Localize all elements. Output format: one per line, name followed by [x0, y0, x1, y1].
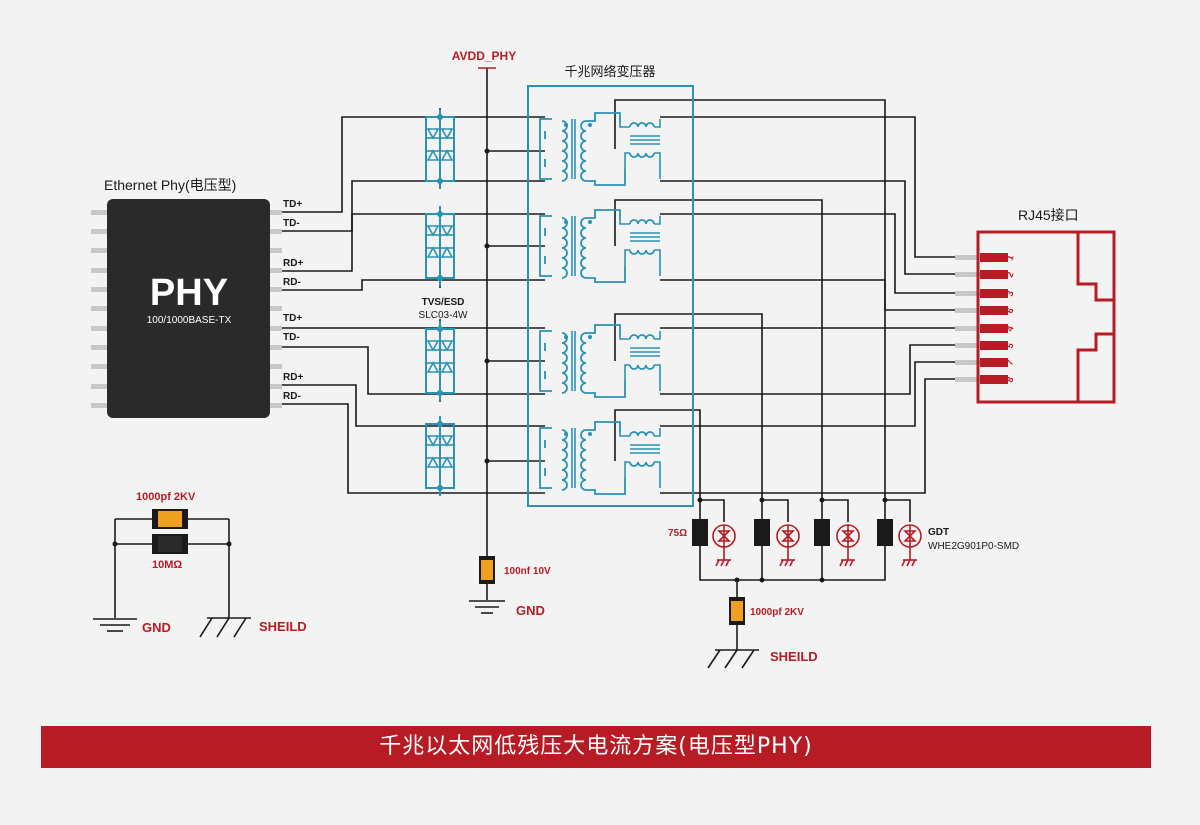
bleed-resistor [158, 536, 182, 552]
gdt-tube [836, 524, 860, 567]
resistor-label: 75Ω [668, 528, 687, 539]
transformer-channel [539, 112, 661, 186]
gdt-tube [898, 524, 922, 567]
avdd-label: AVDD_PHY [452, 49, 516, 63]
rj45-contacts [980, 253, 1008, 384]
resistor-label: 10MΩ [152, 559, 182, 571]
phy-pin-label: TD- [283, 218, 300, 229]
gdt-tubes [712, 524, 922, 567]
shield-label: SHEILD [770, 649, 818, 664]
tvs-part-number: SLC03-4W [419, 310, 468, 321]
bob-smith-capacitor [731, 601, 743, 621]
tvs-label: TVS/ESD [422, 297, 465, 308]
ground-label: GND [516, 603, 545, 618]
tvs-diode-cell [425, 415, 455, 497]
phy-chip: Ethernet Phy(电压型) PHY 100/1000BASE-TX TD… [91, 177, 303, 418]
decoupling-capacitor: 100nf 10V GND [469, 556, 551, 618]
bob-smith-termination: 75Ω [668, 519, 1019, 669]
chassis-ground-symbol [199, 617, 251, 638]
phy-chip-title: Ethernet Phy(电压型) [104, 177, 236, 193]
rj45-pin-number: 8 [1004, 376, 1015, 384]
transformer-outline [527, 85, 694, 507]
network-transformer: 千兆网络变压器 [527, 64, 694, 507]
phy-chip-name: PHY [150, 272, 228, 314]
cap-label: 1000pf 2KV [750, 607, 804, 618]
phy-chip-body [107, 199, 270, 418]
phy-pin-label: RD- [283, 391, 301, 402]
rj45-connector: RJ45接口 1 2 3 6 4 5 7 8 [955, 207, 1116, 404]
phy-pin-label: RD+ [283, 372, 303, 383]
phy-chip-subtitle: 100/1000BASE-TX [147, 315, 232, 326]
rj45-pin-number: 6 [1004, 307, 1015, 315]
termination-resistor [877, 519, 893, 546]
shield-bleed-network: 1000pf 2KV 10MΩ GND SHEILD [93, 491, 307, 638]
gdt-tube [776, 524, 800, 567]
rj45-label: RJ45接口 [1018, 207, 1079, 223]
cap-label: 1000pf 2KV [136, 491, 196, 503]
rj45-body [976, 230, 1116, 404]
transformer-label: 千兆网络变压器 [564, 64, 655, 79]
tvs-diode-cell [425, 108, 455, 190]
rj45-pin-number: 3 [1004, 290, 1015, 298]
shield-label: SHEILD [259, 619, 307, 634]
phy-pin-label: TD- [283, 332, 300, 343]
phy-pin-label: RD+ [283, 258, 303, 269]
phy-pin-label: TD+ [283, 199, 302, 210]
cap-value-label: 100nf 10V [504, 566, 551, 577]
gdt-tube [712, 524, 736, 567]
high-voltage-capacitor [158, 511, 182, 527]
rj45-pin-number: 7 [1004, 359, 1015, 367]
title-banner: 千兆以太网低残压大电流方案(电压型PHY) [41, 726, 1151, 768]
junction-dots [112, 148, 888, 583]
ground-label: GND [142, 620, 171, 635]
transformer-channel [539, 324, 661, 398]
transformer-channel [539, 209, 661, 283]
termination-resistor [692, 519, 708, 546]
rj45-pin-numbers: 1 2 3 6 4 5 7 8 [1004, 254, 1015, 384]
chassis-ground-symbol [707, 649, 759, 669]
phy-left-pins [91, 210, 109, 408]
termination-resistors [692, 519, 893, 546]
phy-right-pins [268, 210, 282, 408]
ground-symbol [93, 618, 137, 632]
rj45-pin-number: 4 [1004, 325, 1015, 333]
termination-resistor [754, 519, 770, 546]
termination-resistor [814, 519, 830, 546]
transformer-channel [539, 421, 661, 495]
phy-pin-label: RD- [283, 277, 301, 288]
tvs-array: TVS/ESD SLC03-4W [419, 108, 468, 497]
phy-pin-labels: TD+ TD- RD+ RD- TD+ TD- RD+ RD- [283, 199, 303, 402]
gdt-label: GDT [928, 527, 949, 538]
ground-symbol [469, 600, 505, 614]
rj45-pin-number: 1 [1004, 254, 1015, 262]
avdd-supply: AVDD_PHY [452, 49, 516, 69]
phy-pin-label: TD+ [283, 313, 302, 324]
rj45-pin-number: 2 [1004, 271, 1015, 279]
rj45-pin-number: 5 [1004, 342, 1015, 350]
tvs-diode-cell [425, 320, 455, 402]
rj45-pins [955, 255, 981, 382]
gdt-part-number: WHE2G901P0-SMD [928, 541, 1019, 552]
tvs-diode-cell [425, 205, 455, 287]
signal-wiring [114, 68, 955, 650]
